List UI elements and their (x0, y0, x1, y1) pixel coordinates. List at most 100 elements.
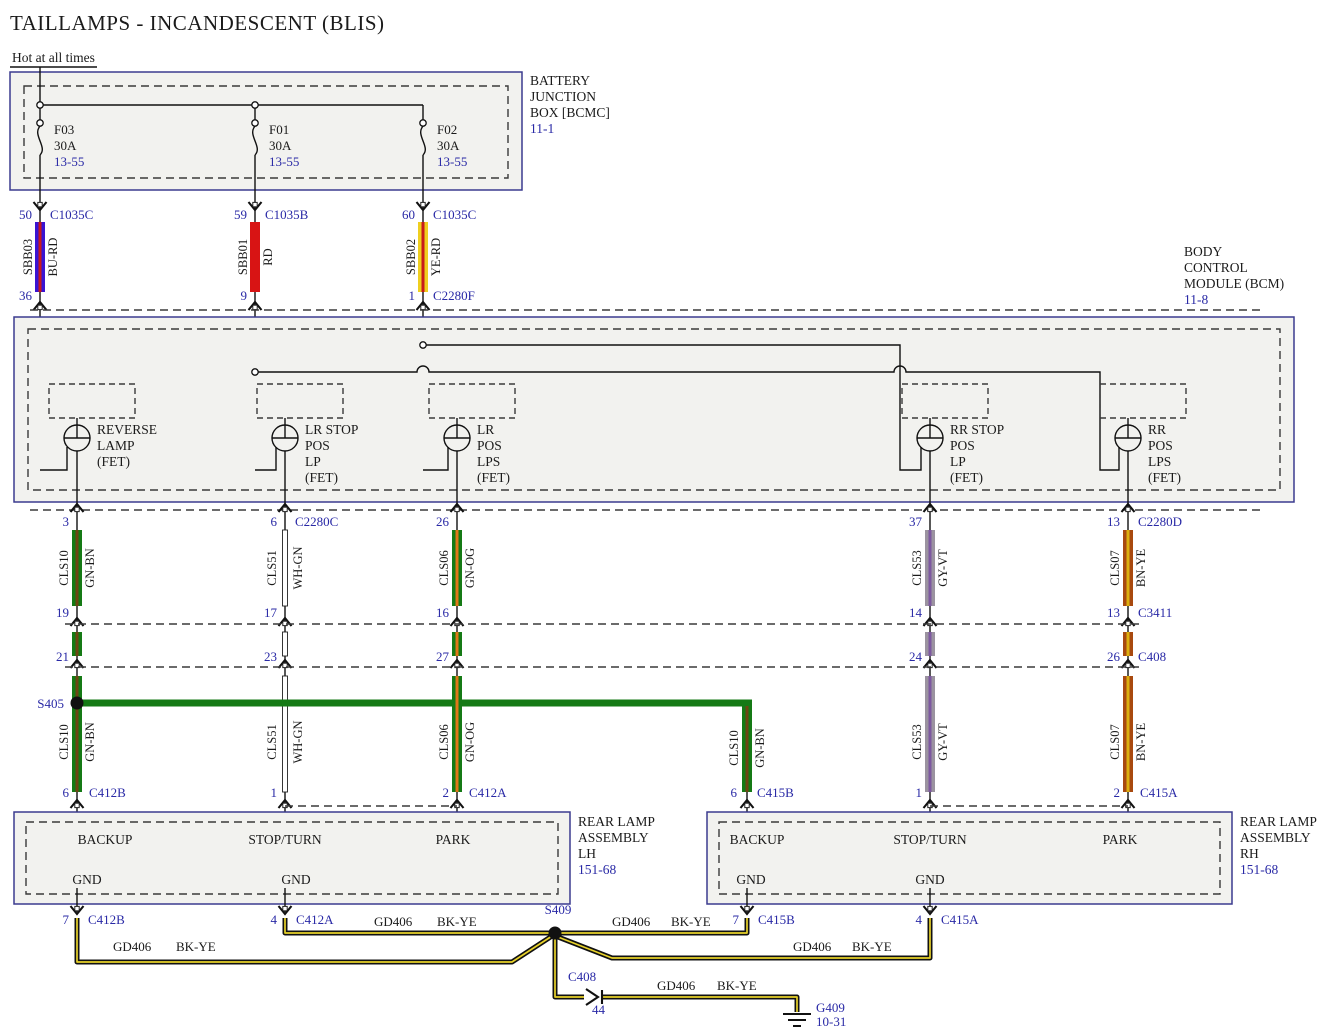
lamp-function-label: BACKUP (730, 832, 785, 847)
wire-sbb02-ye-rd (418, 222, 428, 292)
splice-label: S409 (545, 902, 572, 917)
circuit-label: CLS10 (727, 730, 741, 765)
wire-color-label: WH-GN (291, 720, 305, 763)
wire-color-label: GY-VT (936, 723, 950, 761)
rear-lamp-assembly-lh-box (13, 811, 571, 905)
ground-grid-ref: 10-31 (816, 1014, 846, 1029)
connector-name: C412A (469, 785, 507, 800)
pin-number: 37 (909, 514, 923, 529)
connector-arrows-c2280-out (69, 502, 1136, 514)
splice-s405 (70, 696, 84, 710)
circuit-label: CLS51 (265, 550, 279, 585)
splice-label: S405 (37, 696, 64, 711)
pin-number: 6 (63, 785, 70, 800)
pin-number: 60 (402, 207, 415, 222)
pin-number: 6 (271, 514, 278, 529)
pin-number: 1 (916, 785, 923, 800)
fet-label-line: LP (950, 454, 966, 469)
circuit-label: SBB03 (21, 239, 35, 275)
wire-cls51-wh-gn-s1 (282, 529, 288, 607)
fet-label-line: LR (477, 422, 494, 437)
bcm-title-line: MODULE (BCM) (1184, 276, 1284, 291)
battery-box-grid-ref: 11-1 (530, 121, 554, 136)
wire-color-label: GN-BN (753, 728, 767, 768)
wire-color-label: BU-RD (46, 238, 60, 277)
battery-box-internal-wiring (36, 67, 427, 191)
wire-sbb01-rd (250, 222, 260, 292)
lamp-ground-stubs (76, 888, 931, 912)
connector-arrows-inline-a (69, 616, 1136, 628)
fuse-f01-label: F01 30A 13-55 (269, 122, 299, 169)
battery-box-title-line: JUNCTION (530, 89, 596, 104)
splice-s409 (548, 926, 562, 940)
wire-cls10-gn-bn-s1 (72, 530, 82, 606)
connector-name: C415A (1140, 785, 1178, 800)
fet-label-line: POS (950, 438, 975, 453)
battery-box-title: BATTERY JUNCTION BOX [BCMC] 11-1 (530, 73, 610, 136)
wire-color-label: BK-YE (717, 978, 757, 993)
bcm-box (13, 316, 1295, 503)
fet-gate-boxes (48, 383, 1187, 419)
fuse-name: F01 (269, 122, 289, 137)
pin-number: 44 (592, 1002, 606, 1017)
lamp-gnd-label: GND (281, 872, 310, 887)
lamp-function-label: PARK (436, 832, 471, 847)
s405-green-bus (77, 699, 752, 707)
ground-wires-black (74, 918, 933, 1012)
wire-cls51-wh-gn-s3 (282, 675, 288, 793)
wire-cls06-gn-og-s3 (452, 676, 462, 792)
fet-label-line: LP (305, 454, 321, 469)
fet-label-line: LPS (1148, 454, 1171, 469)
wire-cls07-bn-ye-s2 (1123, 632, 1133, 656)
fet-label-line: POS (477, 438, 502, 453)
lamp-title-line: ASSEMBLY (1240, 830, 1311, 845)
lamp-function-label: BACKUP (78, 832, 133, 847)
wire-cls53-gy-vt-s1 (925, 530, 935, 606)
wire-color-label: BK-YE (437, 914, 477, 929)
column-gap-wires (76, 606, 1129, 822)
fet-label-line: (FET) (1148, 470, 1181, 485)
fuse-name: F02 (437, 122, 457, 137)
pin-number: 9 (241, 288, 248, 303)
connector-name: C408 (568, 969, 596, 984)
lamp-title-line: RH (1240, 846, 1259, 861)
wire-cls53-gy-vt-s2 (925, 632, 935, 656)
circuit-label: CLS07 (1108, 724, 1122, 759)
connector-name: C415B (758, 912, 795, 927)
wire-cls53-gy-vt-s3 (925, 676, 935, 792)
rear-lamp-lh-title: REAR LAMP ASSEMBLY LH 151-68 (578, 814, 655, 877)
pin-number: 16 (436, 605, 450, 620)
fuse-ref: 13-55 (269, 154, 299, 169)
bcm-title-line: CONTROL (1184, 260, 1248, 275)
pin-number: 50 (19, 207, 32, 222)
circuit-label: CLS53 (910, 724, 924, 759)
fuse-f03-label: F03 30A 13-55 (54, 122, 84, 169)
pin-number: 13 (1107, 514, 1120, 529)
connector-arrows-c2280-in (32, 300, 431, 312)
circuit-label: CLS06 (437, 724, 451, 759)
pin-number: 24 (909, 649, 923, 664)
pin-number: 26 (1107, 649, 1121, 664)
connector-name: C2280D (1138, 514, 1182, 529)
wire-color-label: BN-YE (1134, 549, 1148, 588)
lamp-gnd-label: GND (915, 872, 944, 887)
connector-name: C412A (296, 912, 334, 927)
rear-lamp-rh-title: REAR LAMP ASSEMBLY RH 151-68 (1240, 814, 1317, 877)
fet-label-line: (FET) (950, 470, 983, 485)
fet-label-rr-stop: RR STOP POS LP (FET) (950, 422, 1004, 485)
circuit-label: CLS06 (437, 550, 451, 585)
fet-label-line: (FET) (305, 470, 338, 485)
circuit-label: SBB01 (236, 239, 250, 275)
pin-number: 1 (409, 288, 416, 303)
wire-color-label: GY-VT (936, 549, 950, 587)
wire-cls06-gn-og-s2 (452, 632, 462, 656)
fuse-f02-label: F02 30A 13-55 (437, 122, 467, 169)
bcm-title: BODY CONTROL MODULE (BCM) 11-8 (1184, 244, 1284, 307)
pin-number: 1 (271, 785, 278, 800)
wire-color-label: RD (261, 248, 275, 265)
wire-cls10-gn-bn-s2 (72, 632, 82, 656)
fuse-rating: 30A (54, 138, 77, 153)
fuse-ref: 13-55 (437, 154, 467, 169)
fuse-name: F03 (54, 122, 74, 137)
